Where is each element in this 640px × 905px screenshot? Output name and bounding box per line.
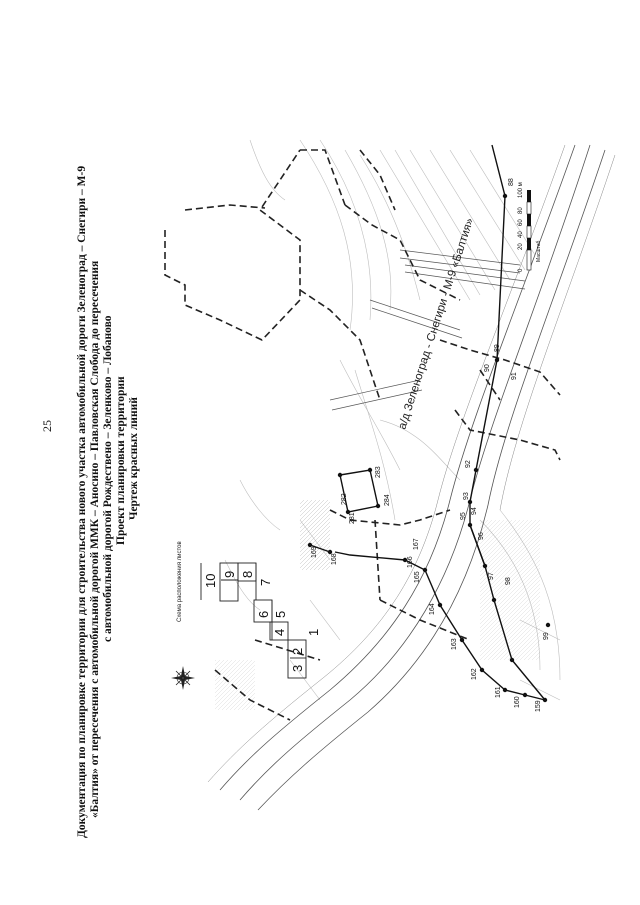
- scale-tick: 40: [518, 231, 524, 238]
- point-label: 169: [311, 546, 318, 558]
- sheet-cell-8: 8: [240, 571, 255, 578]
- point-label: 99: [543, 632, 550, 640]
- point-label: 167: [413, 538, 420, 550]
- sheet-cell-7: 7: [258, 579, 273, 586]
- point-label: 159: [535, 700, 542, 712]
- scale-tick: 20: [518, 243, 524, 250]
- scale-caption: Масштаб: [536, 240, 542, 262]
- point-label: 160: [514, 696, 521, 708]
- point-label: 88: [508, 178, 515, 186]
- point-label: 282: [341, 493, 348, 505]
- point-label: 98: [505, 577, 512, 585]
- red-line-polyline: [309, 144, 546, 701]
- point-label: 90: [484, 364, 491, 372]
- point-label: 168: [331, 553, 338, 565]
- sheet-cell-2: 2: [290, 648, 305, 655]
- sheet-scheme-caption: Схема расположения листов: [177, 541, 183, 622]
- point-label: 166: [407, 556, 414, 568]
- point-label: 95: [460, 512, 467, 520]
- point-label: 281: [349, 512, 356, 524]
- scale-tick: 80: [518, 207, 524, 214]
- sheet-cell-6: 6: [256, 611, 271, 618]
- point-label: 89: [494, 344, 501, 352]
- sheet-cell-3: 3: [290, 665, 305, 672]
- point-label: 161: [495, 686, 502, 698]
- scale-tick: 100 м: [518, 182, 524, 198]
- point-label: 97: [488, 572, 495, 580]
- point-label: 91: [511, 372, 518, 380]
- point-label: 162: [471, 668, 478, 680]
- road-band: [219, 144, 606, 811]
- scale-bar: 0 20 40 60 80 100 м Масштаб: [518, 182, 542, 272]
- sheet-cell-1: 1: [306, 629, 321, 636]
- point-label: 165: [414, 571, 421, 583]
- dashed-boundaries: [164, 149, 561, 721]
- point-label: 92: [465, 460, 472, 468]
- sheet-cell-5: 5: [273, 611, 288, 618]
- sheet-scheme: Схема расположения листов: [177, 541, 307, 679]
- sheet-cell-9: 9: [222, 571, 237, 578]
- point-label: 163: [451, 638, 458, 650]
- sheet-cell-4: 4: [272, 629, 287, 636]
- scale-tick: 0: [518, 268, 524, 272]
- north-arrow-icon: [171, 666, 195, 690]
- point-label: 94: [471, 507, 478, 515]
- scale-tick: 60: [518, 219, 524, 226]
- point-label: 284: [384, 494, 391, 506]
- point-label: 93: [463, 492, 470, 500]
- road-label: а/д Зеленоград - Снегири - М-9 «Балтия»: [396, 217, 476, 431]
- point-label: 283: [375, 466, 382, 478]
- sheet-cell-10: 10: [203, 574, 218, 588]
- point-label: 96: [478, 532, 485, 540]
- point-label: 164: [429, 603, 436, 615]
